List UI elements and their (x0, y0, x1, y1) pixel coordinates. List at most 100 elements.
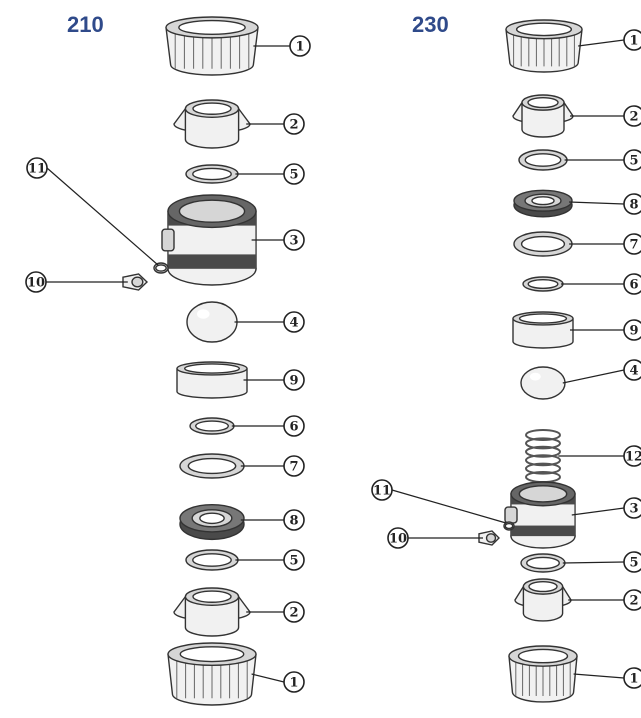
callout-number: 1 (289, 676, 298, 691)
callout-230-6: 6 (623, 273, 641, 295)
callout-210-13: 11 (26, 157, 48, 179)
callout-number: 2 (289, 606, 298, 621)
callout-210-14: 10 (25, 271, 47, 293)
callout-circle (623, 233, 641, 255)
callout-circle (371, 479, 393, 501)
callout-circle (283, 229, 305, 251)
callout-230-10: 3 (623, 497, 641, 519)
leader-line-230-8 (562, 369, 625, 384)
leader-line-230-1 (578, 39, 625, 47)
callout-circle (283, 369, 305, 391)
callout-number: 4 (629, 364, 638, 379)
callout-number: 8 (289, 514, 298, 529)
callout-210-4: 3 (283, 229, 305, 251)
callout-230-3: 5 (623, 149, 641, 171)
leader-line-230-10 (571, 507, 625, 516)
callout-number: 6 (289, 420, 298, 435)
part-union-nut-210-1 (165, 16, 259, 76)
callout-210-9: 8 (283, 509, 305, 531)
callout-number: 2 (629, 594, 638, 609)
part-end-connector-210-2 (173, 99, 251, 149)
part-ball-seat-carrier-230-7 (512, 311, 574, 349)
callout-circle (623, 319, 641, 341)
callout-number: 5 (289, 554, 298, 569)
callout-circle (283, 311, 305, 333)
part-end-connector-230-12 (514, 578, 572, 622)
callout-number: 10 (389, 532, 407, 547)
part-o-ring-210-8 (179, 453, 245, 479)
callout-number: 7 (289, 460, 298, 475)
callout-circle (623, 589, 641, 611)
callout-number: 3 (629, 502, 638, 517)
part-o-ring-210-10 (185, 549, 239, 571)
callout-circle (283, 509, 305, 531)
callout-230-2: 2 (623, 105, 641, 127)
callout-number: 1 (295, 40, 304, 55)
callout-circle (623, 551, 641, 573)
callout-circle (623, 105, 641, 127)
callout-circle (289, 35, 311, 57)
callout-number: 2 (629, 110, 638, 125)
callout-circle (283, 455, 305, 477)
part-drain-plug-210-14 (122, 273, 149, 291)
part-end-connector-210-11 (173, 587, 251, 637)
callout-210-3: 5 (283, 163, 305, 185)
callout-circle (387, 527, 409, 549)
part-o-ring-230-6 (522, 276, 564, 292)
leader-line-210-13 (46, 167, 159, 266)
callout-number: 5 (629, 556, 638, 571)
callout-number: 10 (27, 276, 45, 291)
callout-230-8: 4 (623, 359, 641, 381)
leader-line-230-4 (569, 201, 625, 205)
part-o-ring-230-11 (520, 553, 566, 573)
part-o-ring-230-3 (518, 149, 568, 171)
leader-line-230-11 (562, 561, 625, 564)
callout-number: 2 (289, 118, 298, 133)
callout-230-1: 1 (623, 29, 641, 51)
callout-circle (26, 157, 48, 179)
callout-circle (623, 193, 641, 215)
callout-210-8: 7 (283, 455, 305, 477)
callout-number: 5 (629, 154, 638, 169)
callout-circle (623, 497, 641, 519)
part-o-ring-210-3 (185, 164, 239, 184)
part-spring-230-9 (525, 429, 561, 483)
callout-230-12: 2 (623, 589, 641, 611)
part-small-o-ring-210-13 (153, 262, 169, 274)
callout-230-15: 10 (387, 527, 409, 549)
callout-210-5: 4 (283, 311, 305, 333)
callout-230-4: 8 (623, 193, 641, 215)
callout-number: 9 (289, 374, 298, 389)
part-seal-carrier-210-9 (179, 503, 245, 541)
callout-number: 1 (629, 672, 638, 687)
callout-number: 1 (629, 34, 638, 49)
part-ball-230-8 (520, 366, 566, 400)
part-ball-seat-carrier-210-6 (176, 361, 248, 399)
callout-circle (623, 445, 641, 467)
callout-number: 8 (629, 198, 638, 213)
callout-number: 11 (373, 484, 391, 499)
callout-number: 11 (28, 162, 46, 177)
callout-number: 7 (629, 238, 638, 253)
part-o-ring-230-5 (513, 231, 573, 257)
callout-210-12: 1 (283, 671, 305, 693)
callout-circle (283, 163, 305, 185)
callout-230-14: 11 (371, 479, 393, 501)
callout-circle (623, 667, 641, 689)
callout-number: 4 (289, 316, 298, 331)
parts-layer (122, 16, 583, 706)
callout-circle (623, 149, 641, 171)
callout-210-1: 1 (289, 35, 311, 57)
callout-230-7: 9 (623, 319, 641, 341)
part-seal-carrier-230-4 (513, 189, 573, 218)
callout-circle (623, 29, 641, 51)
leader-line-210-12 (251, 673, 285, 683)
callout-230-11: 5 (623, 551, 641, 573)
callout-number: 6 (629, 278, 638, 293)
callout-230-13: 1 (623, 667, 641, 689)
part-end-connector-230-2 (512, 94, 574, 138)
leader-line-230-13 (573, 673, 625, 679)
callout-circle (283, 415, 305, 437)
